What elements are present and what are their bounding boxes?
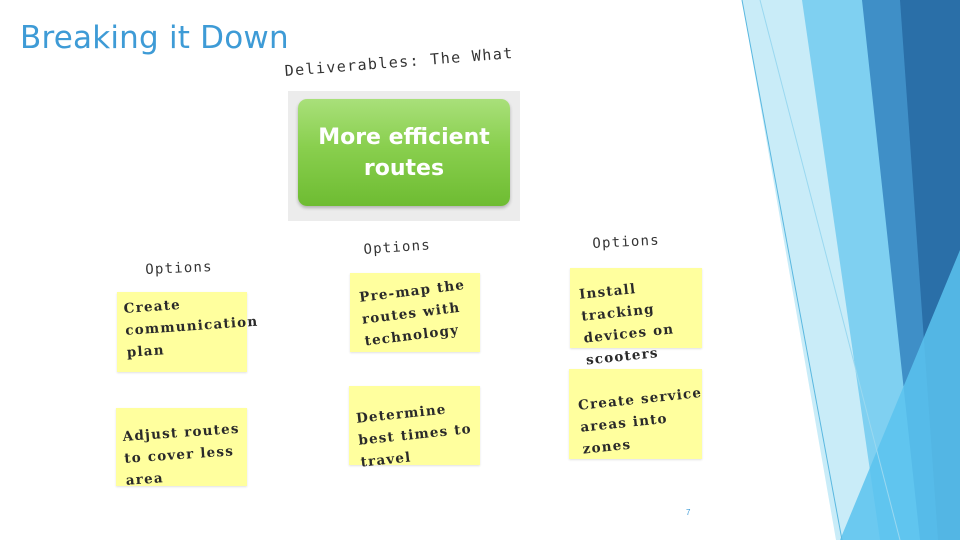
sticky-note-text: Create service areas into zones xyxy=(577,384,703,458)
sticky-note: Create service areas into zones xyxy=(569,369,703,459)
page-number: 7 xyxy=(686,508,691,517)
sticky-note-text: Adjust routes to cover less area xyxy=(122,420,241,489)
sticky-note: Install tracking devices on scooters xyxy=(570,268,702,369)
goal-box-text: More efficient routes xyxy=(318,124,490,181)
sticky-note-text: Pre-map the routes with technology xyxy=(358,277,466,350)
sticky-note: Adjust routes to cover less area xyxy=(116,408,247,489)
deco-line-2 xyxy=(759,0,901,540)
deco-line-1 xyxy=(741,0,843,540)
options-label-1: Options xyxy=(145,259,214,278)
sticky-note-text: Install tracking devices on scooters xyxy=(578,280,676,369)
sticky-note-text: Create communication plan xyxy=(123,297,259,361)
sticky-note-text: Determine best times to travel xyxy=(355,401,473,471)
slide-title: Breaking it Down xyxy=(20,20,289,56)
sticky-note: Determine best times to travel xyxy=(349,386,480,471)
deco-shape-bottom-triangle xyxy=(840,250,960,540)
goal-box: More efficient routes xyxy=(298,99,510,206)
sticky-note: Pre-map the routes with technology xyxy=(350,273,480,352)
sticky-note: Create communication plan xyxy=(117,292,259,372)
